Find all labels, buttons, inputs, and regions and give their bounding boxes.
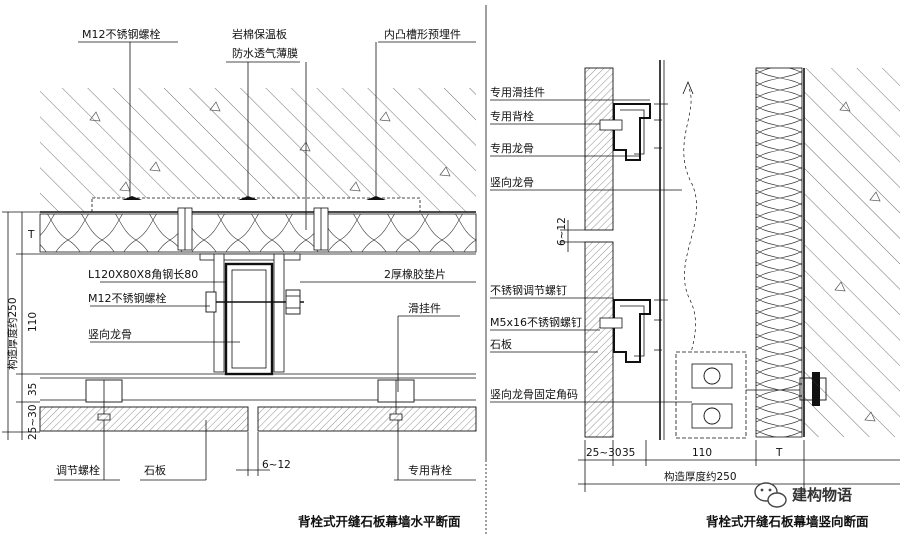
- aggregate-marks-right: [834, 101, 881, 422]
- right-leaders: [490, 99, 692, 403]
- angle-steel-bracket: [199, 253, 301, 373]
- title-left: 背栓式开缝石板幕墙水平断面: [298, 514, 461, 529]
- concrete-wall-vertical: [804, 68, 900, 437]
- concrete-wall: [40, 88, 476, 212]
- label-fix-angle: 竖向龙骨固定角码: [490, 387, 578, 401]
- dim-110-right: 110: [692, 447, 712, 459]
- gap-dimension: [236, 432, 270, 476]
- dim-gap-right: 6~12: [556, 217, 568, 246]
- stone-panel-upper: [584, 67, 614, 231]
- dim-110-left: 110: [27, 312, 39, 332]
- label-screw: M5x16不锈钢螺钉: [490, 316, 582, 329]
- label-angle-steel: L120X80X8角钢长80: [88, 268, 198, 281]
- watermark: 建构物语: [754, 482, 852, 508]
- label-membrane: 防水透气薄膜: [232, 46, 298, 60]
- dim-t-left: T: [27, 229, 35, 241]
- label-embed: 内凸槽形预埋件: [384, 27, 461, 41]
- label-keel: 专用龙骨: [490, 141, 534, 155]
- right-vertical-section: 专用滑挂件 专用背栓 专用龙骨 竖向龙骨 不锈钢调节螺钉 M5x16不锈钢螺钉 …: [490, 60, 900, 529]
- wechat-icon: [754, 482, 787, 508]
- label-back-bolt-right: 专用背栓: [490, 109, 534, 123]
- insulation-layer: [39, 213, 477, 253]
- insulation-bolts: [177, 207, 329, 251]
- dim-2530-right: 25~30: [586, 447, 622, 459]
- watermark-text: 建构物语: [792, 486, 852, 504]
- label-slide-hanger: 滑挂件: [408, 301, 441, 315]
- left-dimension-chain: [2, 211, 40, 440]
- stone-panel-left: [39, 406, 249, 432]
- dim-2530-left: 25~30: [27, 404, 39, 440]
- label-stone: 石板: [144, 463, 166, 477]
- label-adjust-screw: 不锈钢调节螺钉: [490, 284, 567, 297]
- label-bolt-mid: M12不锈钢螺栓: [88, 291, 167, 305]
- insulation-layer-vertical: [755, 67, 803, 438]
- label-slide-hanger-right: 专用滑挂件: [490, 85, 545, 99]
- label-mullion-right: 竖向龙骨: [490, 175, 534, 189]
- dim-gap-left: 6~12: [262, 459, 291, 471]
- right-dimension-chain: [578, 440, 900, 492]
- embed-channel: [91, 197, 421, 213]
- left-leaders: [54, 41, 476, 481]
- hanger-profile-upper: [599, 103, 668, 161]
- aggregate-marks: [89, 101, 451, 192]
- label-bolt-top: M12不锈钢螺栓: [82, 27, 161, 41]
- gap-dimension-right: [560, 220, 585, 252]
- stone-panel-right: [257, 406, 477, 432]
- airflow-arrow: [682, 85, 697, 421]
- mullion-section: [224, 262, 274, 376]
- label-rubber-pad: 2厚橡胶垫片: [384, 267, 446, 281]
- label-stone-right: 石板: [490, 337, 512, 351]
- through-bolt: [205, 289, 304, 315]
- label-mullion: 竖向龙骨: [88, 327, 132, 341]
- stone-panel-lower: [584, 241, 614, 438]
- label-insulation: 岩棉保温板: [232, 27, 287, 41]
- dim-overall-left: 构造厚度约250: [6, 297, 19, 370]
- left-horizontal-section: M12不锈钢螺栓 岩棉保温板 防水透气薄膜 内凸槽形预埋件 L120X80X8角…: [2, 27, 477, 529]
- hanger-profile-lower: [599, 299, 668, 363]
- dim-t-right: T: [775, 447, 783, 459]
- dim-35-left: 35: [27, 383, 39, 396]
- dim-overall-right: 构造厚度约250: [664, 470, 737, 483]
- dim-35-right: 35: [622, 447, 635, 459]
- label-adjust-bolt: 调节螺栓: [56, 463, 100, 477]
- label-back-bolt: 专用背栓: [408, 463, 452, 477]
- title-right: 背栓式开缝石板幕墙竖向断面: [706, 514, 869, 529]
